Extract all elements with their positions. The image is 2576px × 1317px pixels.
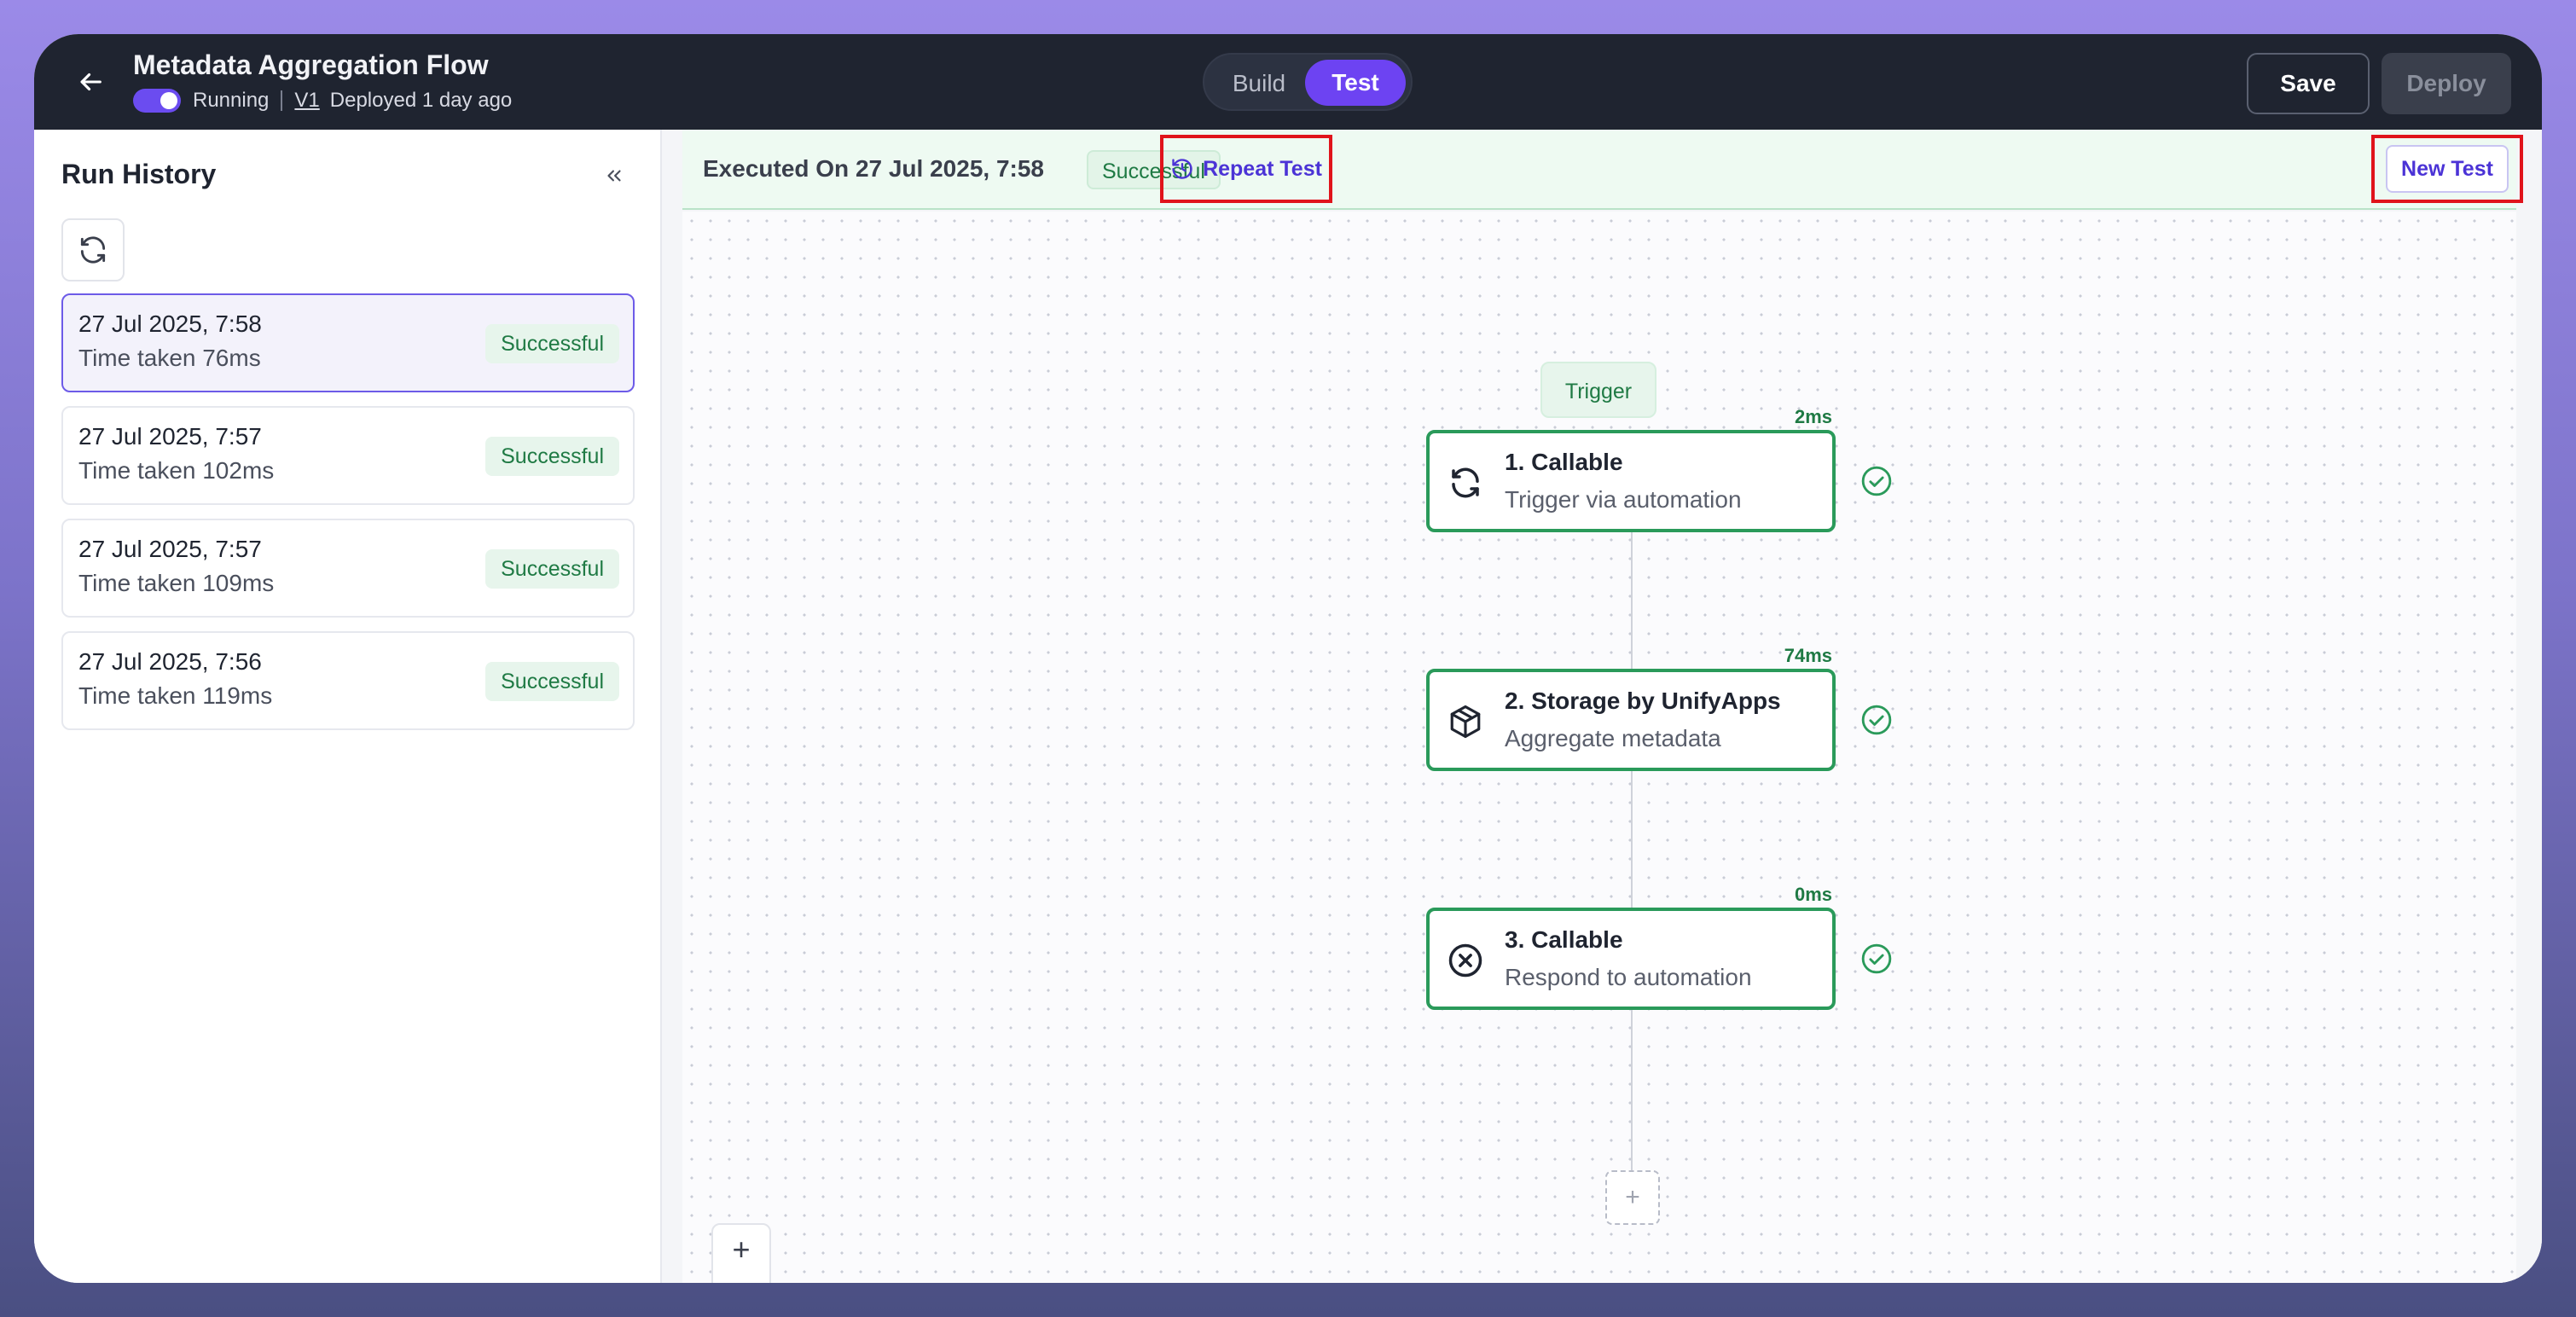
run-item[interactable]: 27 Jul 2025, 7:57 Time taken 109ms Succe… [61,519,635,618]
check-circle-icon [1859,464,1894,498]
zoom-in-button[interactable]: + [732,1232,751,1267]
check-circle-icon [1859,942,1894,976]
node-title: 2. Storage by UnifyApps [1505,688,1781,714]
node-duration: 74ms [1784,645,1832,666]
flow-title: Metadata Aggregation Flow [133,49,489,80]
arrow-left-icon [80,73,102,91]
node-duration: 2ms [1794,406,1832,427]
running-status: Running [193,89,270,112]
top-bar: Metadata Aggregation Flow Running V1 Dep… [34,34,2542,130]
run-item[interactable]: 27 Jul 2025, 7:57 Time taken 102ms Succe… [61,406,635,505]
status-badge: Successful [485,549,619,589]
node-subtitle: Trigger via automation [1505,486,1742,513]
node-subtitle: Aggregate metadata [1505,725,1721,751]
check-circle-icon [1859,703,1894,737]
mode-switch: Build Test [1203,53,1413,111]
zoom-controls: + – [711,1223,771,1283]
run-duration: Time taken 119ms [78,682,273,709]
chevrons-left-icon [607,170,621,182]
tab-test[interactable]: Test [1305,60,1406,106]
run-item[interactable]: 27 Jul 2025, 7:56 Time taken 119ms Succe… [61,631,635,730]
node-title: 3. Callable [1505,926,1623,953]
refresh-button[interactable] [61,218,125,281]
running-toggle[interactable] [133,89,181,113]
deploy-button[interactable]: Deploy [2382,53,2511,114]
history-icon [1170,157,1194,181]
execution-status-badge: Successful [1087,150,1221,189]
new-test-highlight: New Test [2371,135,2523,203]
run-date: 27 Jul 2025, 7:57 [78,536,262,562]
execution-bar: Executed On 27 Jul 2025, 7:58 Successful… [682,130,2523,210]
flow-node-storage[interactable]: 74ms 2. Storage by UnifyApps Aggregate m… [1426,645,1836,771]
flow-canvas[interactable]: Trigger 2ms 1. Callable Trigger via auto… [682,212,2516,1283]
status-badge: Successful [485,437,619,476]
run-date: 27 Jul 2025, 7:58 [78,310,262,337]
save-button[interactable]: Save [2247,53,2370,114]
connector-line [1631,527,1633,670]
connector-line [1631,766,1633,909]
back-button[interactable] [72,63,109,101]
trigger-label: Trigger [1540,362,1656,418]
node-duration: 0ms [1794,884,1832,905]
new-test-button[interactable]: New Test [2386,145,2509,193]
repeat-test-label: Repeat Test [1203,156,1322,181]
zoom-out-button[interactable]: – [713,1274,769,1283]
executed-on-text: Executed On 27 Jul 2025, 7:58 [703,155,1044,182]
flow-meta: Running V1 Deployed 1 day ago [133,89,512,113]
divider [281,90,283,111]
run-duration: Time taken 76ms [78,345,261,371]
flow-node-callable-respond[interactable]: 0ms 3. Callable Respond to automation [1426,884,1836,1010]
tab-build[interactable]: Build [1232,70,1286,96]
deployed-text: Deployed 1 day ago [329,89,513,112]
run-item[interactable]: 27 Jul 2025, 7:58 Time taken 76ms Succes… [61,293,635,392]
box-icon [1447,703,1484,740]
node-title: 1. Callable [1505,449,1623,475]
run-list: 27 Jul 2025, 7:58 Time taken 76ms Succes… [61,293,635,744]
run-date: 27 Jul 2025, 7:57 [78,423,262,450]
node-subtitle: Respond to automation [1505,964,1752,990]
close-circle-icon [1447,942,1484,979]
run-history-title: Run History [61,159,217,189]
collapse-panel-button[interactable] [597,159,631,193]
add-step-button[interactable]: + [1605,1170,1660,1225]
connector-line [1631,1005,1633,1170]
app-window: Metadata Aggregation Flow Running V1 Dep… [34,34,2542,1283]
repeat-test-button[interactable]: Repeat Test [1160,135,1332,203]
run-date: 27 Jul 2025, 7:56 [78,648,262,675]
version-link[interactable]: V1 [294,89,320,112]
flow-node-callable-trigger[interactable]: 2ms 1. Callable Trigger via automation [1426,406,1836,532]
run-duration: Time taken 102ms [78,457,275,484]
status-badge: Successful [485,662,619,701]
main-area: Executed On 27 Jul 2025, 7:58 Successful… [662,130,2542,1283]
run-duration: Time taken 109ms [78,570,275,596]
run-history-panel: Run History 27 Jul 2025, 7:58 Time taken… [34,130,662,1283]
status-badge: Successful [485,324,619,363]
sync-icon [1447,464,1484,502]
refresh-icon [80,236,106,264]
